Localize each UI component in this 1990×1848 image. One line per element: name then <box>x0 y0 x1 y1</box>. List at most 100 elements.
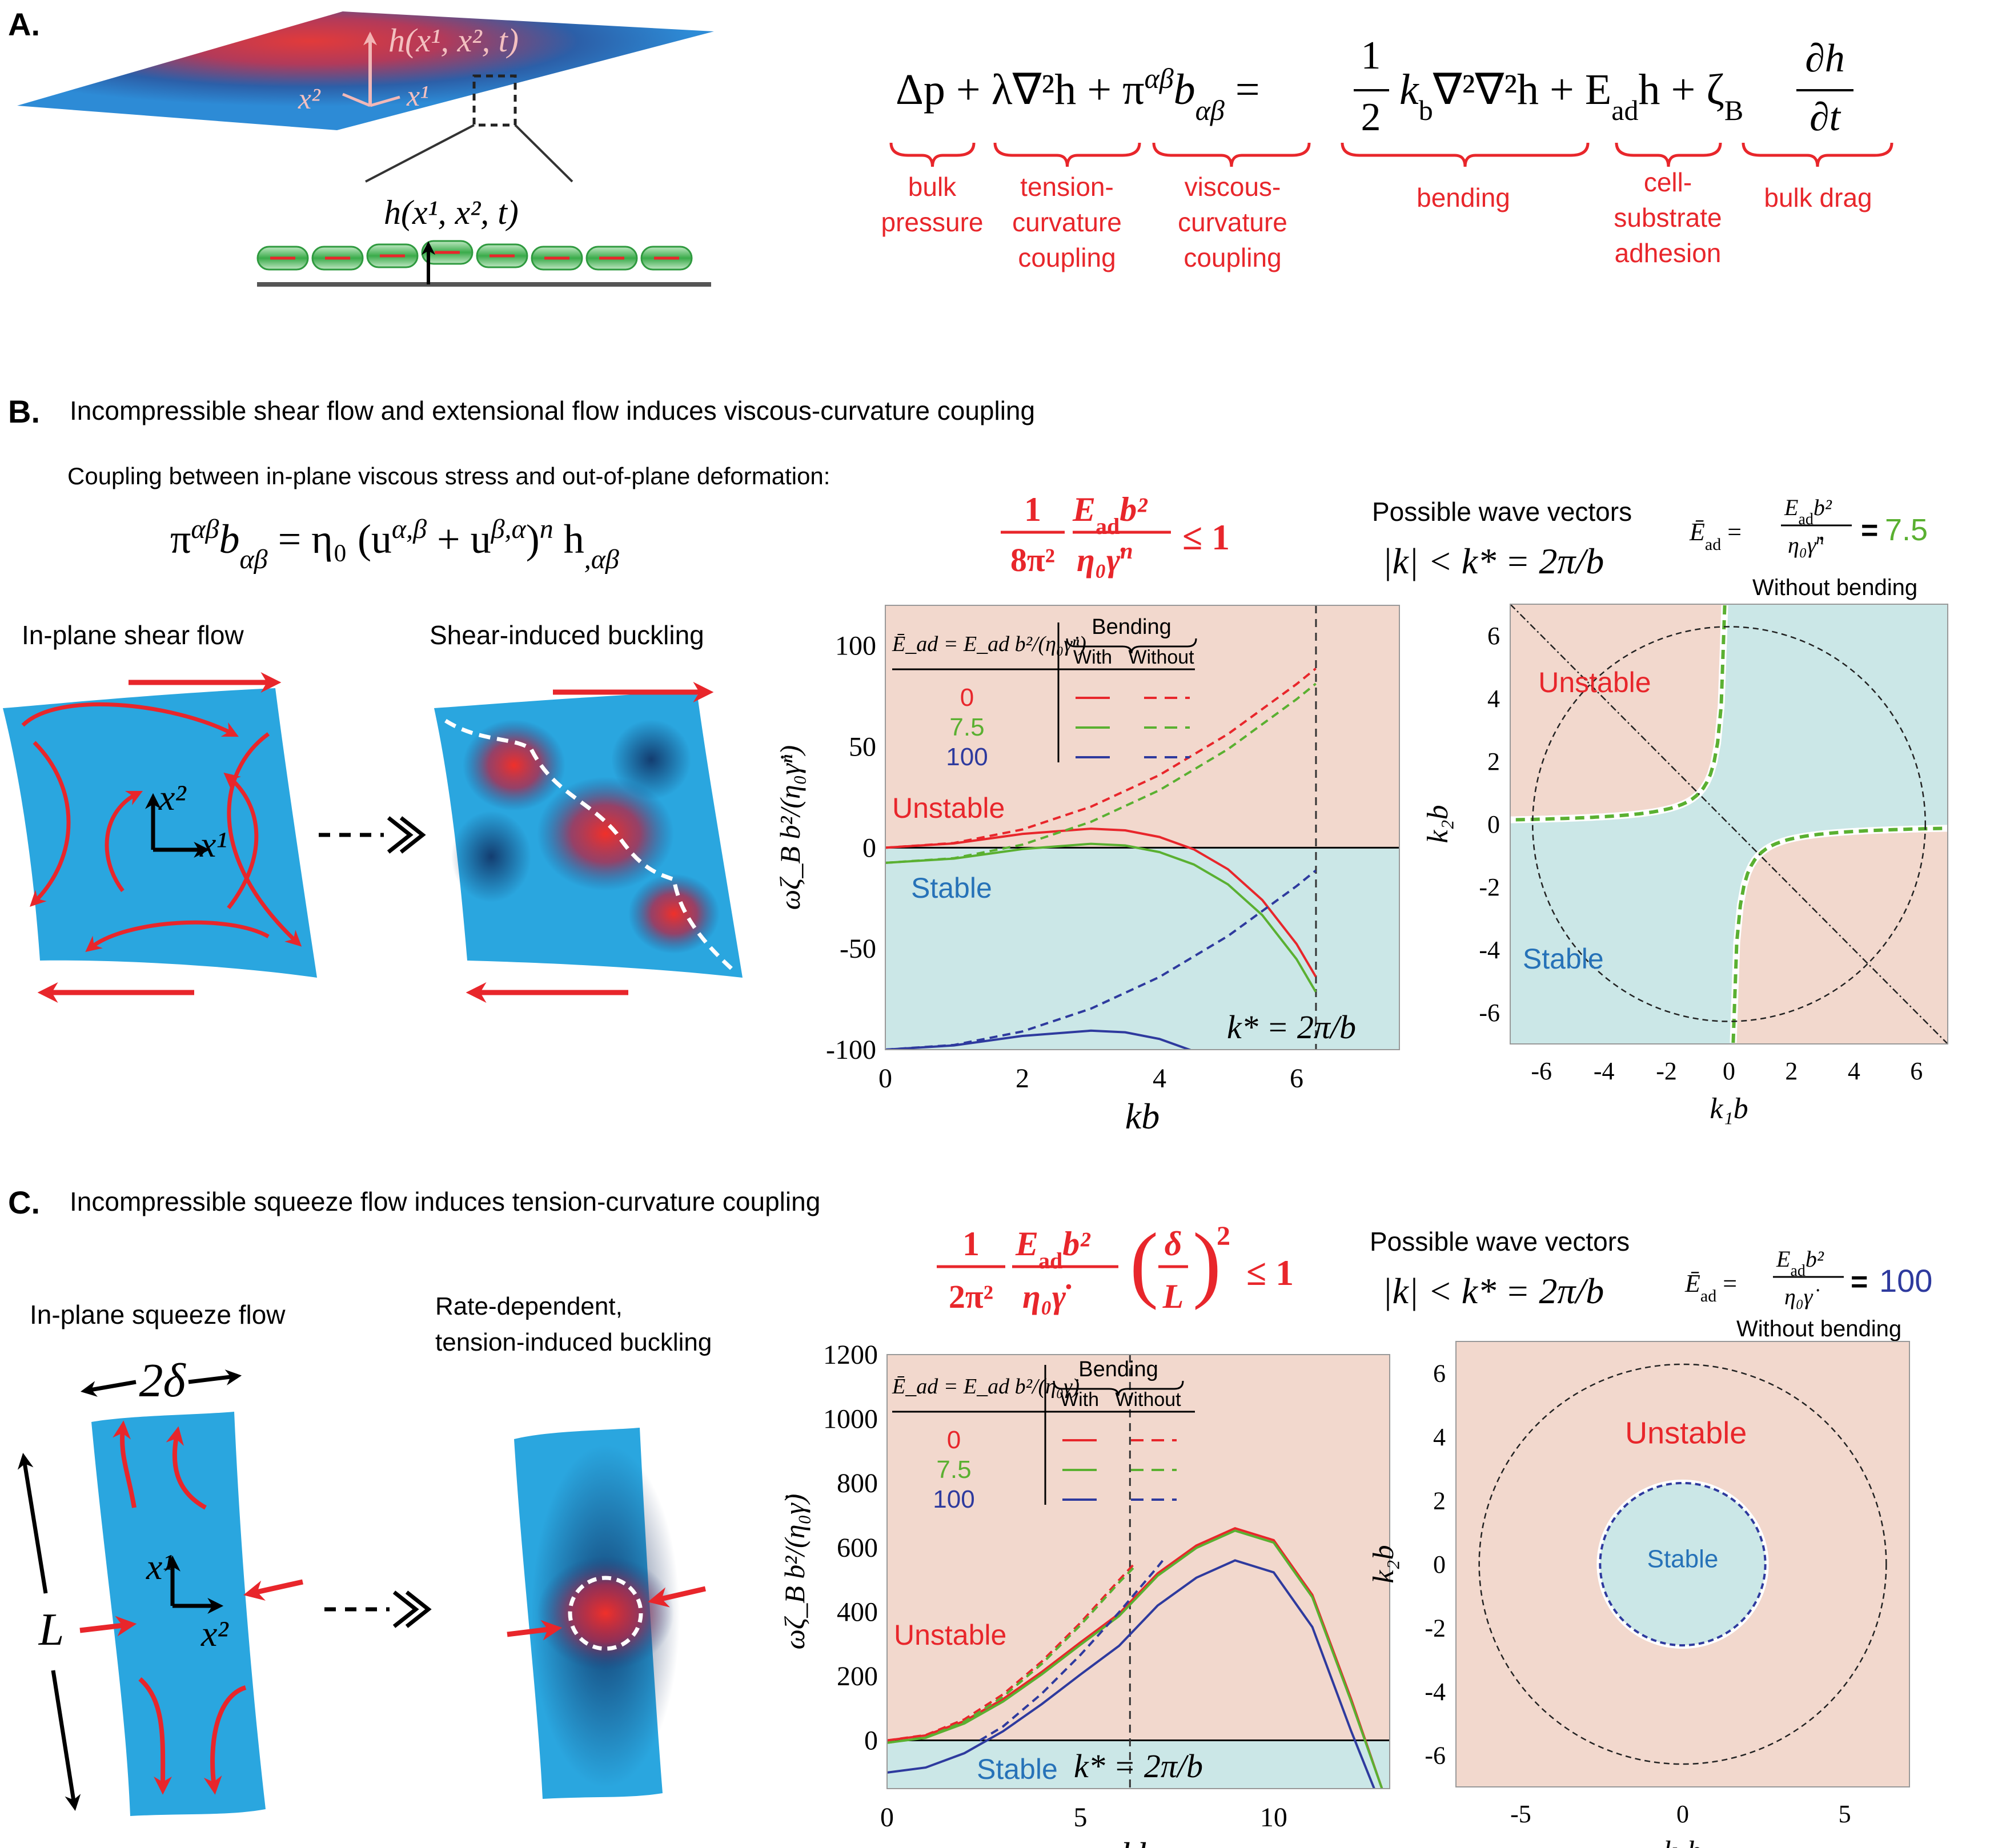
series-7_5-without <box>885 682 1317 864</box>
legend-row-label: 0 <box>960 684 974 712</box>
x-axis-label: k₁b <box>1710 1092 1748 1125</box>
y-tick-label: 600 <box>837 1533 878 1563</box>
stability-boundary <box>1731 826 1948 1043</box>
svg-text:δ: δ <box>1165 1225 1182 1263</box>
width-label: 2δ <box>139 1354 186 1407</box>
axis-x2-label: x² <box>158 777 187 818</box>
y-tick-label: -4 <box>1425 1678 1446 1706</box>
svg-text:Eadb²: Eadb² <box>1784 495 1832 528</box>
length-arrow-bottom <box>51 1670 81 1811</box>
term-bulk-drag: bulk drag <box>1764 183 1872 212</box>
equation-rhs: kb∇²∇²h + Eadh + ζB <box>1399 66 1743 126</box>
equation-frac-num: 1 <box>1361 34 1381 78</box>
series-100-without <box>979 1556 1166 1742</box>
width-arrow-left <box>80 1380 137 1397</box>
x-axis-label: kb <box>1125 1096 1160 1136</box>
y-tick-label: 400 <box>837 1597 878 1627</box>
legend-brace <box>1066 638 1197 654</box>
plot-frame <box>886 1354 1390 1789</box>
stable-label: Stable <box>977 1753 1058 1785</box>
wave-vector-bound: |k| < k* = 2π/b <box>1382 541 1604 581</box>
unstable-label: Unstable <box>894 1619 1006 1651</box>
y-tick-label: 50 <box>849 732 876 762</box>
svg-text:η₀γ̇: η₀γ̇ <box>1784 1284 1820 1309</box>
growth-rate-chart-squeeze: 0510120010008006004002000kbωζ_B b²/(η₀γ̇… <box>779 1340 1390 1848</box>
y-tick-label: 0 <box>862 833 876 863</box>
legend-header: Bending <box>1092 615 1171 639</box>
panel-c-title: Incompressible squeeze flow induces tens… <box>70 1187 820 1216</box>
diagonal-line <box>1510 604 1948 1044</box>
svg-text:2: 2 <box>1217 1221 1230 1251</box>
series-100-without <box>885 869 1317 1050</box>
svg-text:=: = <box>1851 1266 1868 1299</box>
squeeze-flow-title: In-plane squeeze flow <box>30 1300 286 1329</box>
y-tick-label: 800 <box>837 1468 878 1499</box>
x-tick-label: 4 <box>1848 1057 1860 1085</box>
svg-text:1: 1 <box>962 1225 980 1263</box>
svg-text:η₀γ̇n: η₀γ̇n <box>1788 531 1824 559</box>
kstar-label: k* = 2π/b <box>1227 1009 1356 1046</box>
zoom-box <box>472 74 517 127</box>
axis-x2-label: x² <box>298 83 321 115</box>
y-tick-label: 0 <box>1487 810 1500 838</box>
axis-x2-label: x² <box>200 1613 229 1654</box>
flow-line-4 <box>30 741 71 907</box>
panel-b-subtitle: Coupling between in-plane viscous stress… <box>67 463 830 489</box>
svg-text:=: = <box>1861 514 1878 547</box>
series-0-without <box>887 1562 1136 1742</box>
svg-text:Eadb²: Eadb² <box>1072 491 1148 539</box>
flow-line-5 <box>223 772 259 910</box>
x-tick-label: 2 <box>1016 1063 1029 1094</box>
width-arrow-right <box>188 1369 242 1385</box>
x-tick-label: -6 <box>1531 1057 1552 1085</box>
outflow-top-left <box>113 1420 137 1508</box>
squeeze-arrow-right <box>243 1579 303 1601</box>
y-tick-label: 1200 <box>823 1340 878 1370</box>
plot-frame <box>1510 604 1948 1044</box>
y-tick-label: -2 <box>1425 1614 1446 1642</box>
y-tick-label: -100 <box>826 1035 876 1065</box>
axis-x1-label: x¹ <box>406 80 429 113</box>
zoom-line-right <box>514 124 573 183</box>
svg-text:≤ 1: ≤ 1 <box>1246 1252 1294 1293</box>
series-0-with <box>885 827 1317 978</box>
kstar-circle <box>1531 626 1927 1022</box>
svg-text:Ēad =: Ēad = <box>1689 518 1742 554</box>
y-tick-label: 4 <box>1433 1423 1446 1451</box>
axis-x1-label: x¹ <box>146 1546 174 1587</box>
y-tick-label: -2 <box>1479 873 1500 901</box>
x2-axis-line <box>342 93 371 107</box>
series-0-without <box>885 668 1317 849</box>
x-tick-label: 10 <box>1260 1802 1287 1833</box>
legend-ebar-definition: Ē_ad = E_ad b²/(η₀γ̇) <box>892 1375 1080 1399</box>
y-axis-label: ωζ_B b²/(η₀γ̇ⁿ) <box>774 745 806 910</box>
y-tick-label: -50 <box>840 934 876 964</box>
squeeze-buckled-sheet <box>507 1428 707 1799</box>
surface-height-label: h(x¹, x², t) <box>388 22 519 59</box>
squeeze-flow-sheet: 2δ L x¹ x² <box>17 1354 303 1816</box>
zoom-height-label: h(x¹, x², t) <box>384 194 519 231</box>
y-tick-label: 0 <box>864 1726 878 1756</box>
shear-flow-sheet: x² x¹ <box>3 672 317 1003</box>
ebar-definition: Ēad = Eadb² η₀γ̇n = 7.5 <box>1689 495 1928 558</box>
legend-row-label: 100 <box>946 743 988 771</box>
svg-text:L: L <box>1162 1277 1184 1315</box>
term-brace-1 <box>993 142 1141 167</box>
panel-c: C. Incompressible squeeze flow induces t… <box>8 1184 1932 1848</box>
transition-arrow <box>319 816 426 854</box>
plot-frame <box>1455 1341 1910 1787</box>
svg-text:Eadb²: Eadb² <box>1015 1225 1091 1273</box>
svg-text:η₀γ̇: η₀γ̇ <box>1022 1278 1072 1315</box>
wave-vectors-title: Possible wave vectors <box>1370 1227 1630 1256</box>
legend-without: Without <box>1115 1389 1181 1411</box>
length-label: L <box>38 1605 65 1655</box>
x-tick-label: -2 <box>1656 1057 1677 1085</box>
x-tick-label: 0 <box>878 1063 892 1094</box>
series-group <box>887 1526 1383 1789</box>
